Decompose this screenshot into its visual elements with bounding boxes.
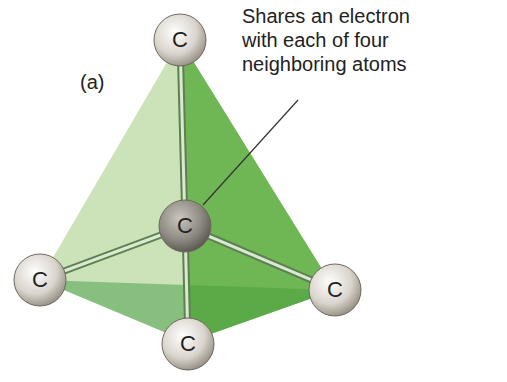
carbon-atom: C	[13, 253, 67, 307]
covalent-bond	[186, 251, 188, 319]
panel-label: (a)	[80, 70, 130, 94]
callout-text: Shares an electron with each of four nei…	[242, 4, 442, 76]
carbon-atom: C	[153, 13, 207, 67]
carbon-atom: C	[308, 263, 362, 317]
atom-symbol: C	[327, 279, 343, 301]
covalent-bond	[208, 236, 312, 280]
covalent-bond	[181, 65, 185, 201]
atom-symbol: C	[172, 29, 188, 51]
atom-symbol: C	[177, 215, 193, 237]
carbon-atom: C	[161, 317, 215, 371]
atom-symbol: C	[180, 333, 196, 355]
leader-line	[203, 100, 298, 205]
carbon-atom: C	[158, 199, 212, 253]
covalent-bond	[63, 235, 161, 272]
atom-symbol: C	[32, 269, 48, 291]
